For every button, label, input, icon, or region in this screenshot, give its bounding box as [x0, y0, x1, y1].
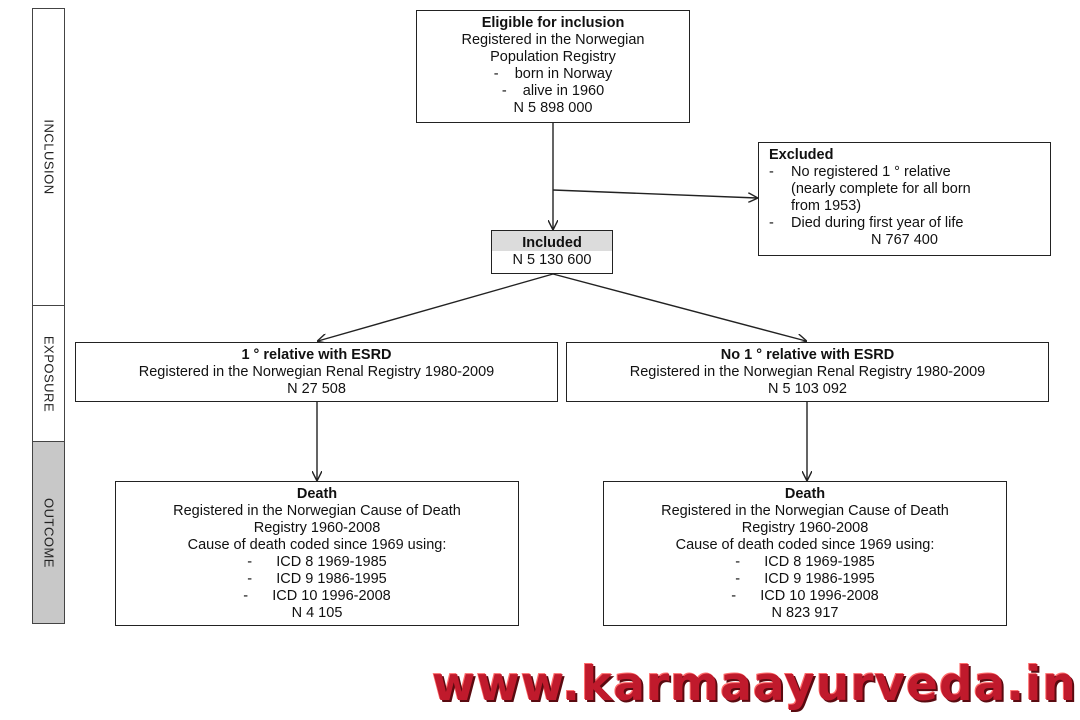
eligible-n: N 5 898 000 [513, 100, 593, 116]
eligible-bullet1: - born in Norway [493, 66, 613, 82]
eligible-box: Eligible for inclusion Registered in the… [416, 10, 690, 123]
unexposed-box: No 1 ° relative with ESRD Registered in … [566, 342, 1049, 402]
arrow-included-to-exposed [318, 273, 554, 341]
death-right-icd2: - ICD 9 1986-1995 [735, 571, 875, 587]
death-left-line2: Registry 1960-2008 [253, 520, 381, 536]
death-right-title: Death [784, 486, 826, 502]
eligible-line1: Registered in the Norwegian [461, 32, 645, 48]
included-title-bg [492, 231, 612, 251]
arrow-to-excluded [552, 189, 757, 198]
excluded-box: Excluded -No registered 1 ° relative (ne… [758, 142, 1051, 256]
death-left-n: N 4 105 [291, 605, 343, 621]
exposed-line1: Registered in the Norwegian Renal Regist… [138, 364, 495, 380]
arrow-included-to-unexposed [552, 273, 806, 341]
death-left-title: Death [296, 486, 338, 502]
death-left-line3: Cause of death coded since 1969 using: [187, 537, 447, 553]
eligible-line2: Population Registry [490, 49, 616, 65]
eligible-title: Eligible for inclusion [481, 15, 625, 31]
exposed-n: N 27 508 [287, 381, 346, 397]
death-right-line2: Registry 1960-2008 [741, 520, 869, 536]
exposed-title: 1 ° relative with ESRD [241, 347, 392, 363]
watermark-text: www.karmaayurveda.in [432, 657, 1077, 712]
death-left-line1: Registered in the Norwegian Cause of Dea… [173, 503, 461, 519]
unexposed-n: N 5 103 092 [767, 381, 847, 397]
excluded-bullet1-cont: (nearly complete for all born [791, 181, 971, 197]
death-left-box: Death Registered in the Norwegian Cause … [115, 481, 519, 626]
included-title: Included [522, 235, 582, 251]
included-n: N 5 130 600 [512, 252, 592, 268]
exposed-box: 1 ° relative with ESRD Registered in the… [75, 342, 558, 402]
death-right-icd1: - ICD 8 1969-1985 [735, 554, 875, 570]
phase-outcome: OUTCOME [32, 442, 65, 624]
excluded-bullet1: -No registered 1 ° relative [769, 164, 951, 180]
death-right-line3: Cause of death coded since 1969 using: [675, 537, 935, 553]
excluded-n: N 767 400 [871, 232, 938, 248]
death-right-n: N 823 917 [771, 605, 839, 621]
death-left-icd3: - ICD 10 1996-2008 [243, 588, 391, 604]
included-box: Included N 5 130 600 [491, 230, 613, 274]
unexposed-title: No 1 ° relative with ESRD [720, 347, 895, 363]
death-right-line1: Registered in the Norwegian Cause of Dea… [661, 503, 949, 519]
death-right-box: Death Registered in the Norwegian Cause … [603, 481, 1007, 626]
phase-exposure: EXPOSURE [32, 306, 65, 442]
excluded-bullet1-cont2: from 1953) [791, 198, 862, 214]
excluded-bullet2: -Died during first year of life [769, 215, 964, 231]
phase-inclusion: INCLUSION [32, 8, 65, 306]
unexposed-line1: Registered in the Norwegian Renal Regist… [629, 364, 986, 380]
eligible-bullet2: - alive in 1960 [501, 83, 605, 99]
death-right-icd3: - ICD 10 1996-2008 [731, 588, 879, 604]
excluded-title: Excluded [769, 147, 834, 163]
death-left-icd2: - ICD 9 1986-1995 [247, 571, 387, 587]
death-left-icd1: - ICD 8 1969-1985 [247, 554, 387, 570]
